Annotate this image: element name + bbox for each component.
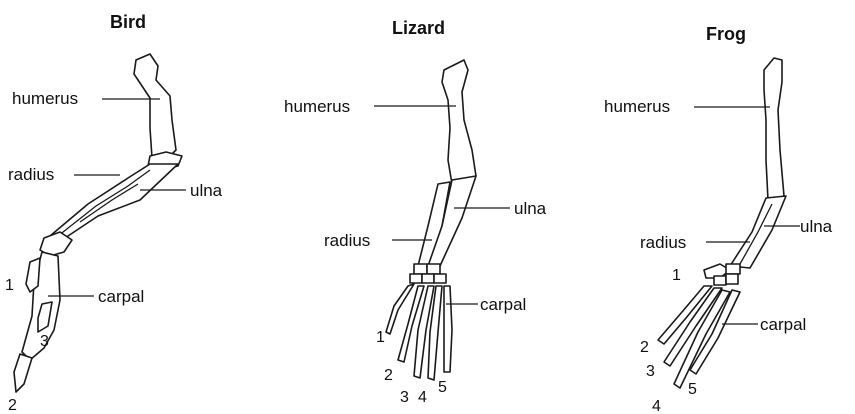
lizard-digits [386, 284, 452, 380]
lizard-radius-label: radius [324, 231, 370, 250]
lizard-humerus-label: humerus [284, 97, 350, 116]
frog-humerus-label: humerus [604, 97, 670, 116]
bird-digit-3-label: 3 [40, 333, 49, 350]
frog-ulna-label: ulna [800, 217, 833, 236]
lizard-carpal-label: carpal [480, 295, 526, 314]
frog-digit-2-label: 2 [640, 339, 649, 356]
bird-digit-2-label: 2 [8, 397, 17, 414]
frog-radius-label: radius [640, 233, 686, 252]
lizard-digit-3-label: 3 [400, 389, 409, 406]
frog-diagram: Frog humerus ulna radius carpal 1 [604, 24, 833, 414]
bird-digit-2 [14, 354, 32, 392]
bird-radius-label: radius [8, 165, 54, 184]
frog-digit-1-label: 1 [672, 267, 681, 284]
lizard-digit-1-label: 1 [376, 329, 385, 346]
lizard-digit-5-label: 5 [438, 379, 447, 396]
lizard-digit-2-label: 2 [384, 367, 393, 384]
bird-humerus-bone [134, 54, 176, 160]
lizard-carpal-bones [410, 264, 446, 283]
frog-carpal-label: carpal [760, 315, 806, 334]
bird-ulna-label: ulna [190, 181, 223, 200]
frog-digit-3-label: 3 [646, 363, 655, 380]
frog-digits [658, 286, 740, 388]
lizard-ulna-label: ulna [514, 199, 547, 218]
frog-humerus-bone [764, 58, 784, 200]
bird-diagram: Bird humerus radius ulna carpal 1 3 2 [5, 12, 223, 414]
frog-title: Frog [706, 24, 746, 44]
bird-humerus-label: humerus [12, 89, 78, 108]
frog-digit-4-label: 4 [652, 398, 661, 414]
lizard-diagram: Lizard humerus ulna radiu [284, 18, 547, 406]
bird-carpal-label: carpal [98, 287, 144, 306]
lizard-humerus-bone [442, 60, 476, 184]
bird-digit-1 [26, 258, 40, 292]
bird-title: Bird [110, 12, 146, 32]
bird-digit-1-label: 1 [5, 277, 14, 294]
lizard-digit-4-label: 4 [418, 389, 427, 406]
frog-digit-5-label: 5 [688, 381, 697, 398]
frog-carpal-bones [704, 264, 740, 285]
lizard-title: Lizard [392, 18, 445, 38]
